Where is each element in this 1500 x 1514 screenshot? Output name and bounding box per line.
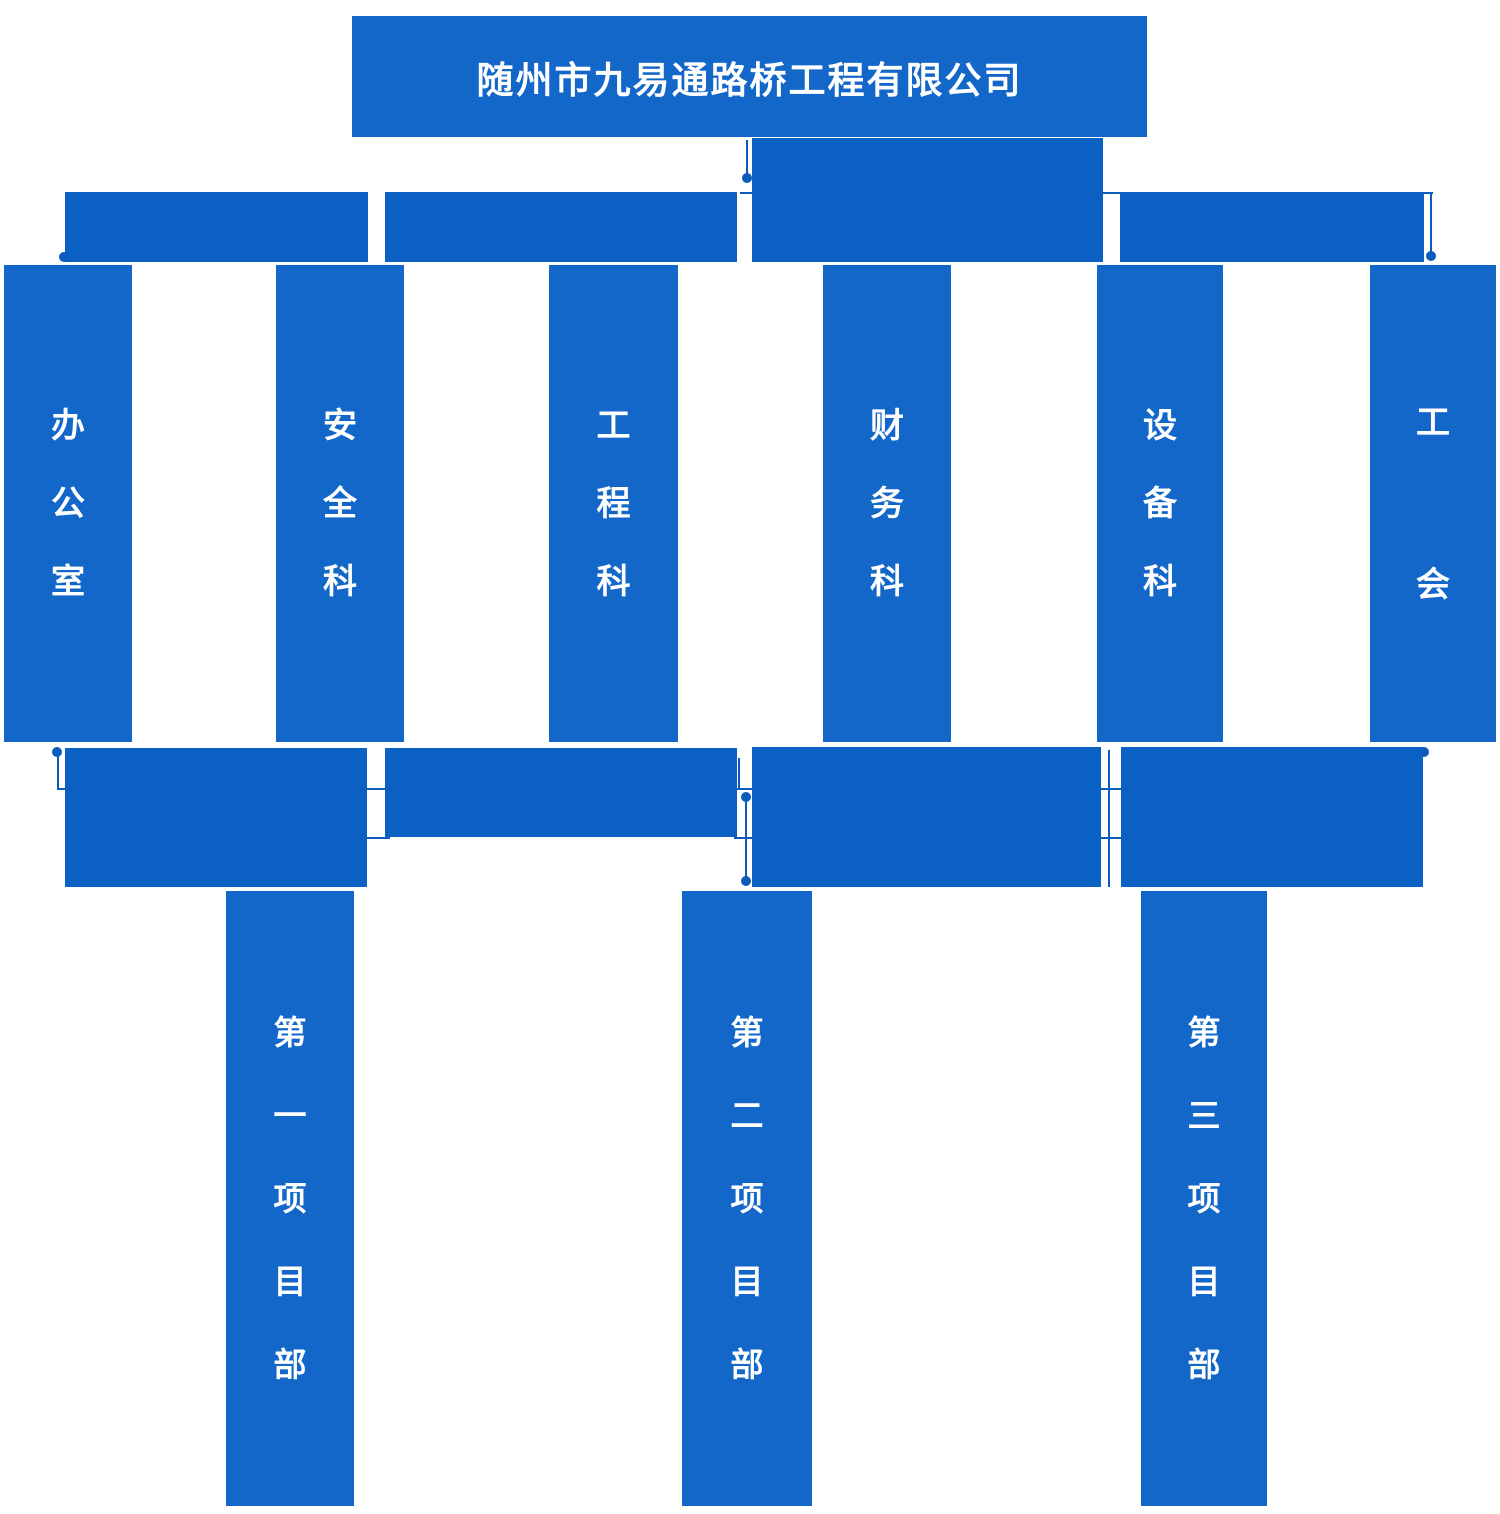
connector-dot xyxy=(741,792,751,802)
project-box-1: 第一项目部 xyxy=(226,891,354,1506)
branch-bar-top-1 xyxy=(65,192,368,262)
branch-bar-top-3 xyxy=(1120,192,1424,262)
connector-line xyxy=(57,788,67,790)
project-label-3: 第三项目部 xyxy=(1187,1014,1221,1383)
connector-dot xyxy=(1426,251,1436,261)
dept-box-office: 办公室 xyxy=(4,265,132,742)
project-box-3: 第三项目部 xyxy=(1141,891,1267,1506)
dept-box-engineering: 工程科 xyxy=(549,265,678,742)
connector-dot xyxy=(52,747,62,757)
branch-bar-bottom-4 xyxy=(1121,747,1423,887)
connector-line xyxy=(1430,192,1432,253)
dept-box-finance: 财务科 xyxy=(823,265,951,742)
connector-line xyxy=(734,788,756,790)
project-box-2: 第二项目部 xyxy=(682,891,812,1506)
dept-label-office: 办公室 xyxy=(51,406,85,601)
connector-line xyxy=(738,758,740,790)
dept-box-equipment: 设备科 xyxy=(1097,265,1223,742)
dept-box-union: 工会 xyxy=(1370,265,1496,742)
connector-line xyxy=(1098,837,1124,839)
dept-label-engineering: 工程科 xyxy=(596,406,631,601)
connector-line xyxy=(362,788,390,790)
connector-line xyxy=(746,140,748,176)
connector-stem-bar xyxy=(752,138,1103,262)
branch-bar-bottom-1 xyxy=(65,748,367,887)
connector-dot xyxy=(741,876,751,886)
dept-label-equipment: 设备科 xyxy=(1143,406,1177,601)
connector-line xyxy=(1108,750,1110,887)
connector-dot xyxy=(742,173,752,183)
connector-line xyxy=(57,755,59,789)
connector-dot xyxy=(1419,747,1429,757)
connector-line xyxy=(745,800,747,879)
connector-dot xyxy=(59,252,69,262)
dept-label-union: 工会 xyxy=(1416,403,1450,604)
org-root-box: 随州市九易通路桥工程有限公司 xyxy=(352,16,1147,137)
dept-label-safety: 安全科 xyxy=(323,406,357,601)
branch-bar-bottom-3 xyxy=(752,747,1101,887)
project-label-2: 第二项目部 xyxy=(730,1014,764,1383)
dept-box-safety: 安全科 xyxy=(276,265,404,742)
project-label-1: 第一项目部 xyxy=(273,1014,307,1383)
connector-line xyxy=(1098,788,1124,790)
branch-bar-bottom-2 xyxy=(385,748,737,837)
company-name: 随州市九易通路桥工程有限公司 xyxy=(476,59,1023,101)
connector-line xyxy=(362,837,390,839)
dept-label-finance: 财务科 xyxy=(870,406,904,601)
branch-bar-top-2 xyxy=(385,192,737,262)
